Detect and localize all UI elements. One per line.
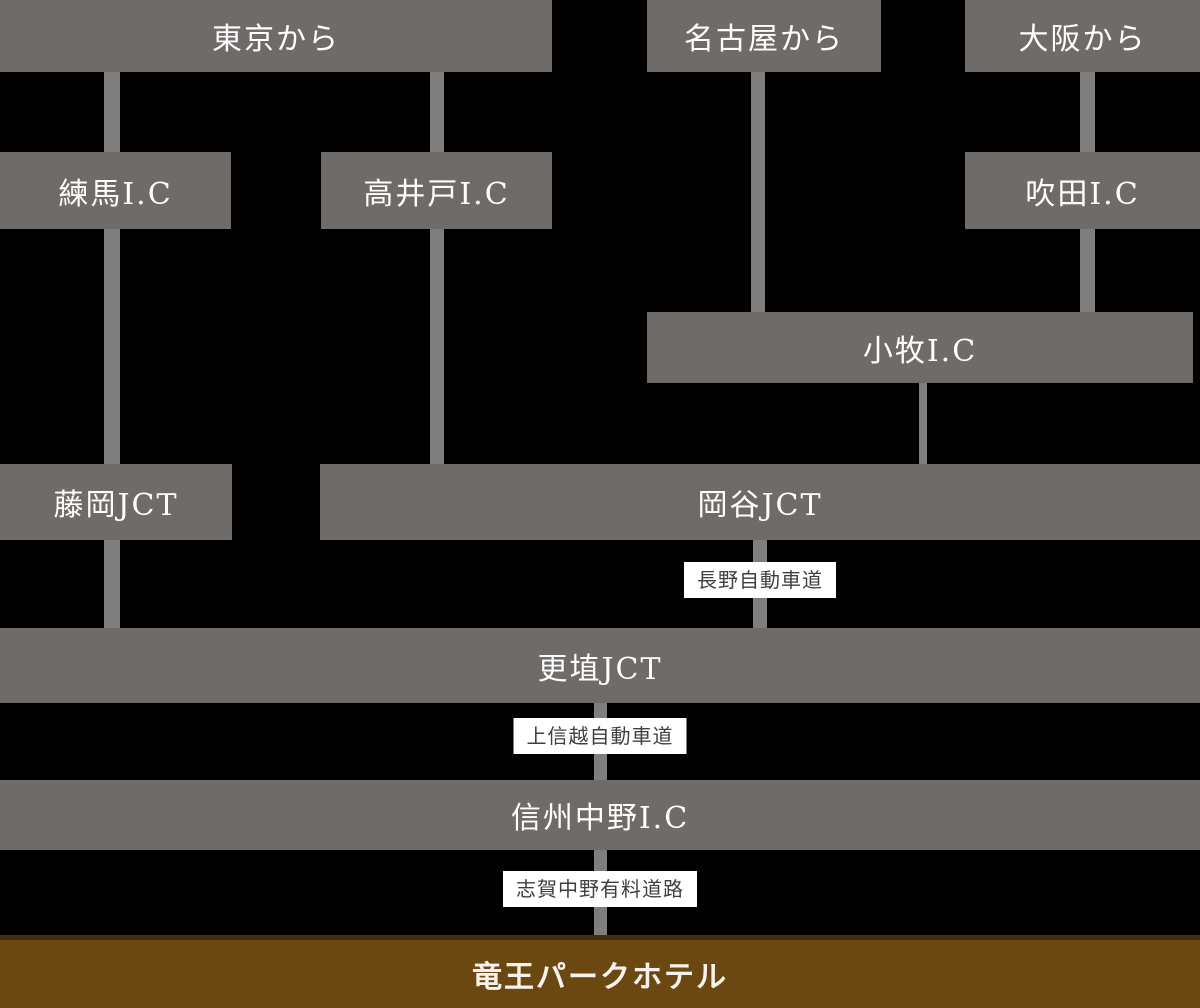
road-label-shiga-nakano-toll-road: 志賀中野有料道路 <box>503 871 697 907</box>
node-from-osaka: 大阪から <box>965 0 1200 72</box>
node-koshoku-jct: 更埴JCT <box>0 628 1200 703</box>
connector-nerima-fujioka <box>104 229 120 464</box>
road-label-joshinetsu-expressway: 上信越自動車道 <box>513 718 687 754</box>
node-from-nagoya: 名古屋から <box>647 0 881 72</box>
connector-suita-komaki <box>1080 229 1095 312</box>
road-label-nagano-expressway: 長野自動車道 <box>684 562 836 598</box>
node-fujioka-jct: 藤岡JCT <box>0 464 232 540</box>
connector-komaki-okaya <box>919 383 927 464</box>
connector-takaido-okaya <box>430 229 444 464</box>
node-shinshu-nakano-ic: 信州中野I.C <box>0 780 1200 850</box>
connector-osaka-suita <box>1080 72 1095 152</box>
connector-tokyo-nerima <box>104 72 120 152</box>
node-takaido-ic: 高井戸I.C <box>321 152 552 229</box>
node-ryuo-park-hotel: 竜王パークホテル <box>0 935 1200 1008</box>
node-suita-ic: 吹田I.C <box>965 152 1200 229</box>
node-komaki-ic: 小牧I.C <box>647 312 1193 383</box>
node-from-tokyo: 東京から <box>0 0 552 72</box>
node-okaya-jct: 岡谷JCT <box>320 464 1200 540</box>
node-nerima-ic: 練馬I.C <box>0 152 231 229</box>
connector-nagoya-komaki <box>751 72 765 312</box>
connector-tokyo-takaido <box>430 72 444 152</box>
connector-fujioka-koshoku <box>104 540 120 628</box>
